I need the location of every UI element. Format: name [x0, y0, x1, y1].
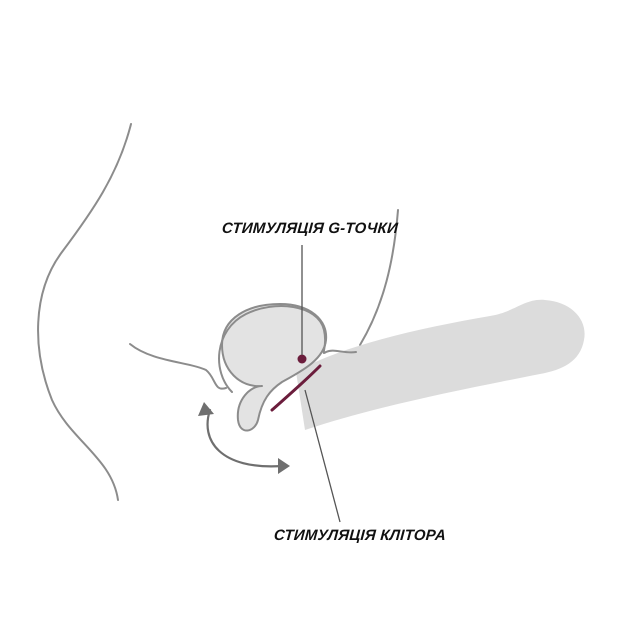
g-spot-dot: [297, 354, 307, 364]
body-lower-outline: [129, 343, 227, 390]
body-back-outline: [37, 123, 132, 501]
toy-shaft: [296, 299, 585, 430]
motion-arrow-head-up: [198, 402, 214, 416]
motion-arrow-curve: [206, 408, 284, 468]
clitoris-label: СТИМУЛЯЦІЯ КЛІТОРА: [273, 527, 447, 544]
clitoral-contact-line: [270, 364, 322, 412]
motion-arrow-head-right: [278, 458, 290, 474]
inner-anatomy-outline: [218, 305, 357, 393]
body-front-outline: [359, 209, 399, 346]
g-spot-label: СТИМУЛЯЦІЯ G-ТОЧКИ: [221, 220, 399, 237]
clitoris-leader-line: [304, 389, 341, 523]
